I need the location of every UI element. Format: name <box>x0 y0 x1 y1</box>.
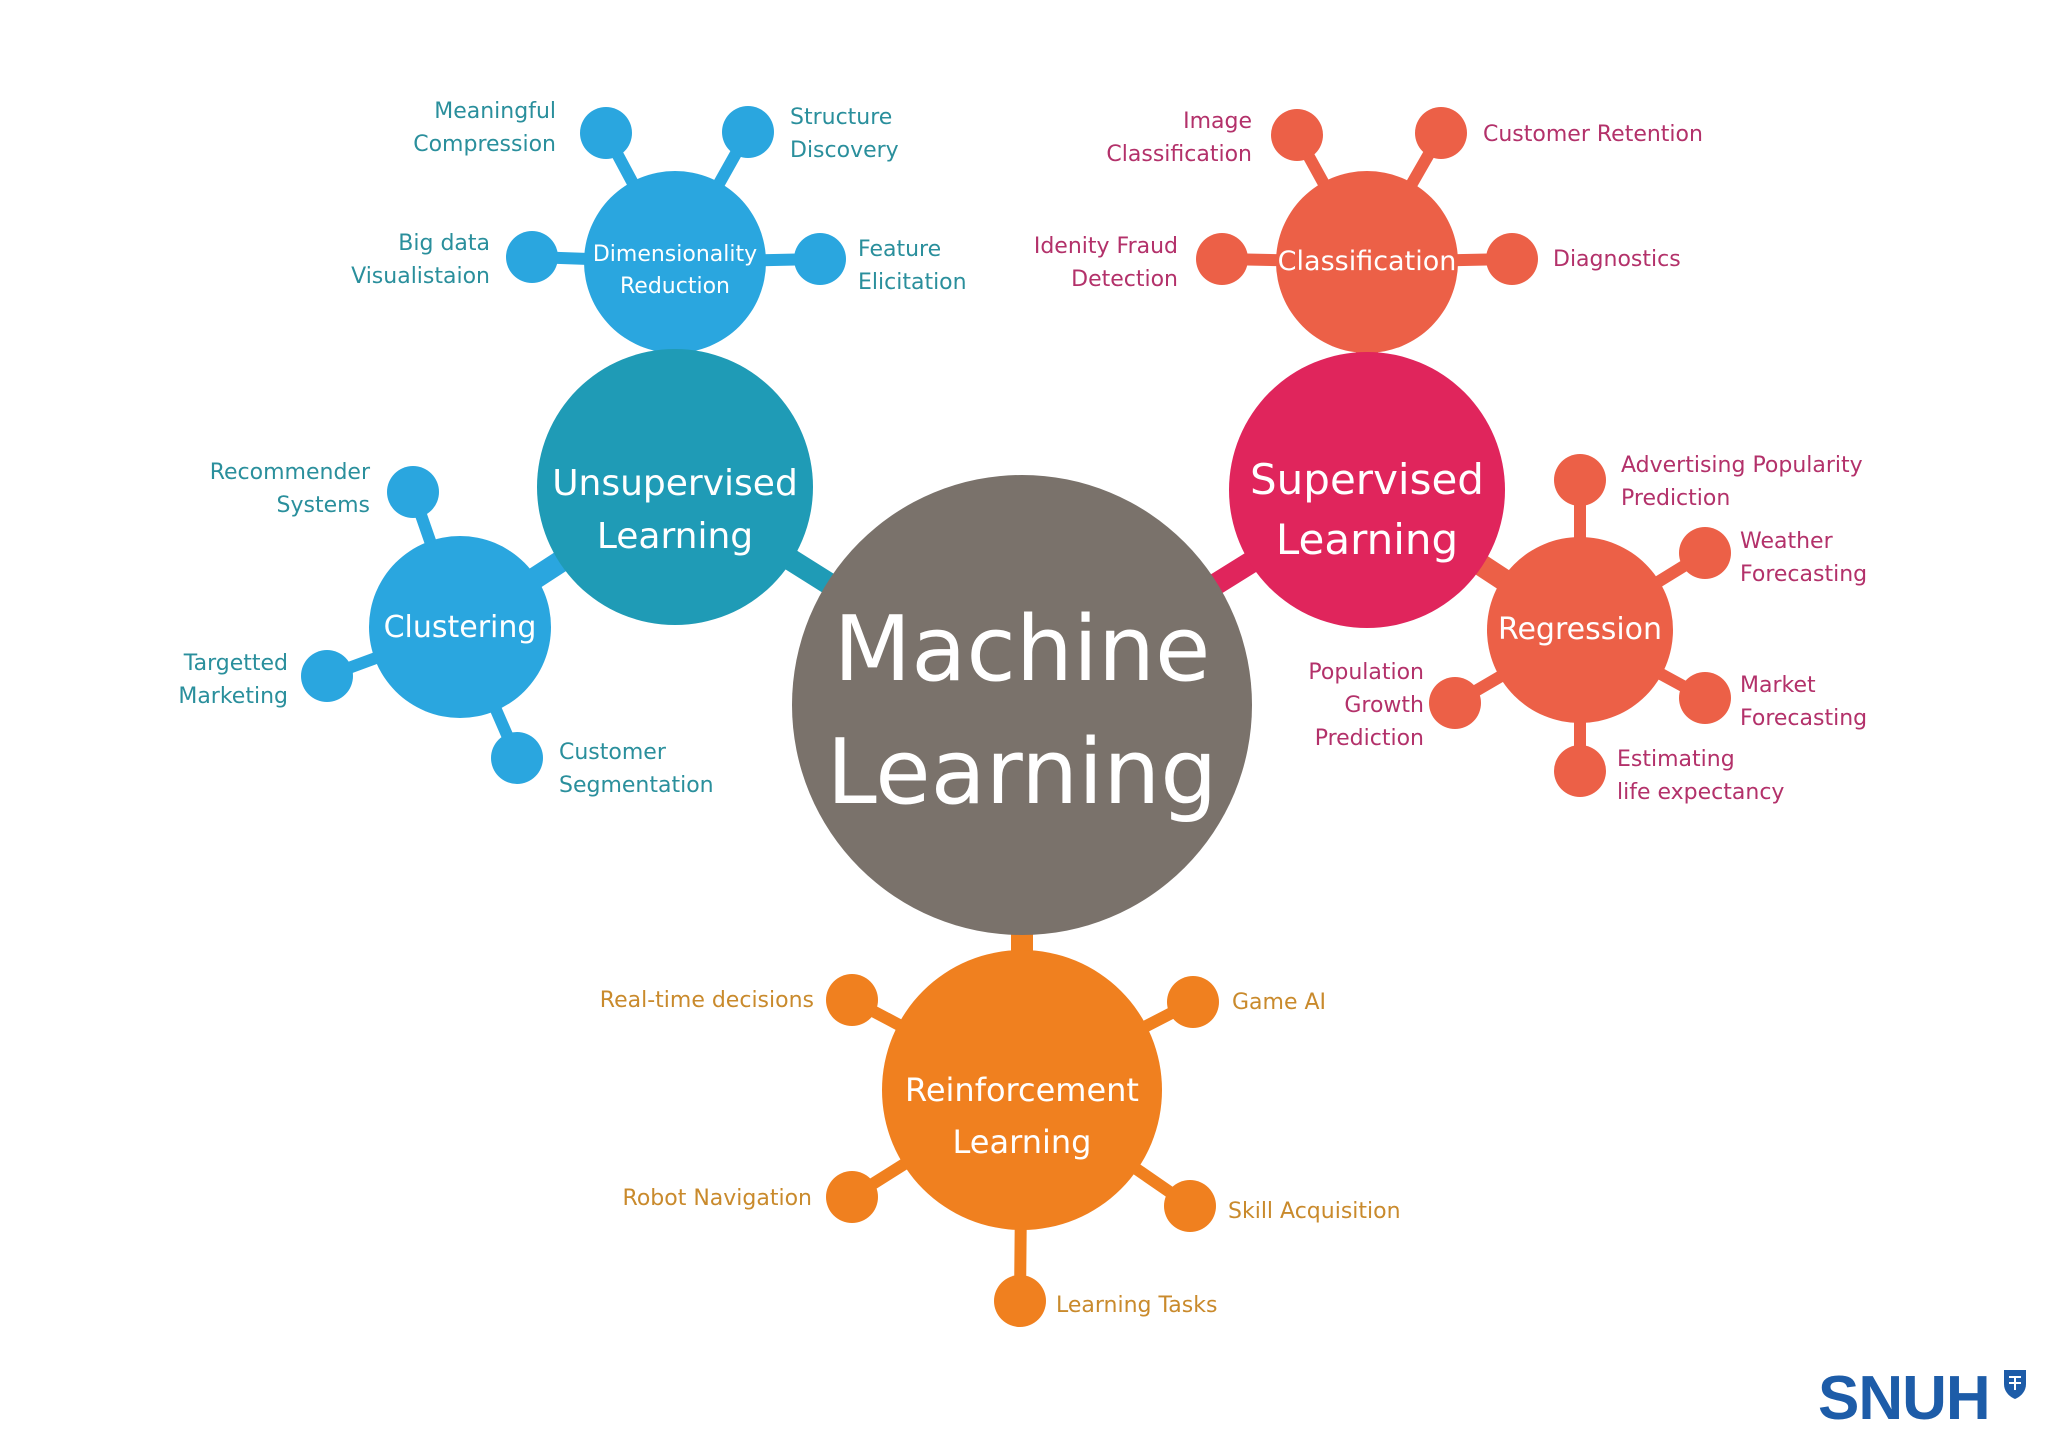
meaningful-compression-label-2: Compression <box>413 132 556 157</box>
population-label-1: Population <box>1308 660 1424 685</box>
targetted-marketing-label-1: Targetted <box>183 651 288 676</box>
advertising-label-1: Advertising Popularity <box>1621 453 1863 478</box>
advertising-label-2: Prediction <box>1621 486 1730 511</box>
targetted-marketing-label-2: Marketing <box>178 684 288 709</box>
reinforcement-leaf-dots <box>826 974 1219 1327</box>
diagnostics-label: Diagnostics <box>1553 247 1681 272</box>
image-classification-node <box>1271 109 1323 161</box>
fraud-detection-label-1: Idenity Fraud <box>1034 234 1178 259</box>
big-data-label-2: Visualistaion <box>351 264 490 289</box>
classification-node <box>1276 171 1458 353</box>
structure-discovery-node <box>722 106 774 158</box>
fraud-detection-label-2: Detection <box>1071 267 1178 292</box>
machine-learning-label-line2: Learning <box>827 720 1218 825</box>
market-label-2: Forecasting <box>1740 706 1867 731</box>
meaningful-compression-node <box>580 107 632 159</box>
dimensionality-leaf-dots <box>506 106 846 285</box>
customer-retention-node <box>1415 107 1467 159</box>
gameai-node <box>1167 976 1219 1028</box>
clustering-node <box>369 536 551 718</box>
snuh-logo: SNUH <box>1818 1362 2028 1433</box>
recommender-systems-node <box>387 466 439 518</box>
population-label-2: Growth <box>1344 693 1424 718</box>
market-node <box>1679 672 1731 724</box>
clustering-label: Clustering <box>384 610 537 645</box>
recommender-label-1: Recommender <box>210 460 371 485</box>
shield-icon <box>2004 1370 2026 1399</box>
life-expectancy-label-1: Estimating <box>1617 747 1735 772</box>
machine-learning-label-line1: Machine <box>834 597 1211 702</box>
market-label-1: Market <box>1740 673 1816 698</box>
feature-elicitation-label-2: Elicitation <box>858 270 967 295</box>
realtime-decisions-label: Real-time decisions <box>600 988 814 1013</box>
big-data-label-1: Big data <box>398 231 490 256</box>
image-classification-label-1: Image <box>1183 109 1252 134</box>
diagnostics-node <box>1486 233 1538 285</box>
weather-label-1: Weather <box>1740 529 1834 554</box>
regression-leaf-dots <box>1429 454 1731 797</box>
robot-node <box>826 1171 878 1223</box>
targetted-marketing-node <box>301 650 353 702</box>
customer-segmentation-label-2: Segmentation <box>559 773 714 798</box>
structure-discovery-label-2: Discovery <box>790 138 899 163</box>
learning-tasks-label: Learning Tasks <box>1056 1293 1217 1318</box>
feature-elicitation-node <box>794 233 846 285</box>
realtime-node <box>826 974 878 1026</box>
machine-learning-node <box>792 475 1252 935</box>
unsupervised-label-line1: Unsupervised <box>552 463 798 504</box>
structure-discovery-label-1: Structure <box>790 105 892 130</box>
unsupervised-label-line2: Learning <box>597 516 753 557</box>
dimensionality-reduction-node <box>584 171 766 353</box>
skill-acquisition-label: Skill Acquisition <box>1228 1199 1401 1224</box>
regression-node <box>1487 537 1673 723</box>
customer-segmentation-label-1: Customer <box>559 740 667 765</box>
weather-node <box>1679 527 1731 579</box>
customer-retention-label: Customer Retention <box>1483 122 1703 147</box>
dimensionality-label-line2: Reduction <box>620 274 730 299</box>
classification-label: Classification <box>1278 246 1457 277</box>
reinforcement-label-line2: Learning <box>953 1123 1092 1161</box>
population-node <box>1429 677 1481 729</box>
big-data-node <box>506 231 558 283</box>
population-label-3: Prediction <box>1315 726 1424 751</box>
regression-label: Regression <box>1498 612 1662 647</box>
supervised-label-line1: Supervised <box>1250 455 1484 504</box>
customer-segmentation-node <box>491 732 543 784</box>
image-classification-label-2: Classification <box>1106 142 1252 167</box>
snuh-logo-text: SNUH <box>1818 1364 1991 1433</box>
skill-node <box>1164 1180 1216 1232</box>
weather-label-2: Forecasting <box>1740 562 1867 587</box>
dimensionality-label-line1: Dimensionality <box>593 242 757 267</box>
clustering-leaf-dots <box>301 466 543 784</box>
fraud-detection-node <box>1196 233 1248 285</box>
life-expectancy-node <box>1554 745 1606 797</box>
feature-elicitation-label-1: Feature <box>858 237 941 262</box>
reinforcement-label-line1: Reinforcement <box>905 1071 1139 1109</box>
supervised-label-line2: Learning <box>1276 515 1458 564</box>
life-expectancy-label-2: life expectancy <box>1617 780 1784 805</box>
supervised-learning-node <box>1229 352 1505 628</box>
unsupervised-learning-node <box>537 349 813 625</box>
recommender-label-2: Systems <box>277 493 371 518</box>
robot-navigation-label: Robot Navigation <box>623 1186 812 1211</box>
game-ai-label: Game AI <box>1232 990 1326 1015</box>
meaningful-compression-label-1: Meaningful <box>434 99 556 124</box>
reinforcement-learning-node <box>882 950 1162 1230</box>
classification-leaf-dots <box>1196 107 1538 285</box>
advertising-node <box>1554 454 1606 506</box>
tasks-node <box>994 1275 1046 1327</box>
